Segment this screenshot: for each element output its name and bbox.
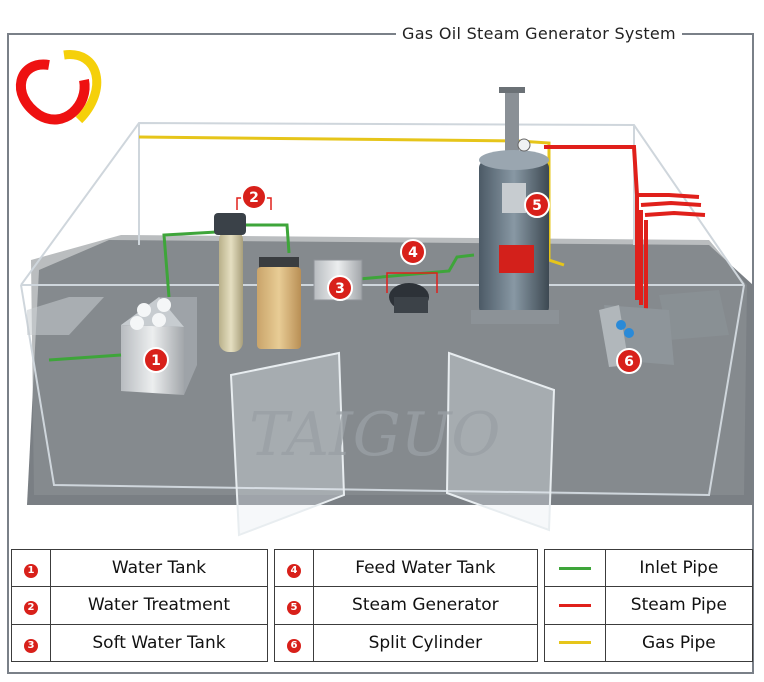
legend-label-steam-pipe: Steam Pipe xyxy=(604,586,754,625)
legend-swatch-inlet xyxy=(543,548,606,588)
legend-label-steam-generator: Steam Generator xyxy=(312,586,538,625)
legend-num-5: 5 xyxy=(273,586,314,625)
legend-num-2: 2 xyxy=(11,586,51,625)
legend-label-feed-water-tank: Feed Water Tank xyxy=(312,548,538,588)
svg-text:5: 5 xyxy=(532,198,542,214)
svg-text:2: 2 xyxy=(249,190,259,206)
callout-6: 6 xyxy=(616,348,642,374)
callout-5: 5 xyxy=(524,192,550,218)
legend-label-inlet-pipe: Inlet Pipe xyxy=(604,548,754,588)
svg-text:6: 6 xyxy=(624,354,634,370)
glass-room xyxy=(20,121,745,497)
steam-generator xyxy=(471,87,559,324)
watermark: TAIGUO xyxy=(249,400,500,470)
system-scene: TAIGUO xyxy=(16,50,753,537)
legend-swatch-steam xyxy=(543,586,606,625)
diagram-title: Gas Oil Steam Generator System xyxy=(396,24,682,43)
legend-label-gas-pipe: Gas Pipe xyxy=(604,623,754,663)
water-tank-reflection xyxy=(27,297,104,335)
callout-1: 1 xyxy=(143,347,169,373)
svg-text:1: 1 xyxy=(151,353,161,369)
legend-row: 1 Water Tank 4 Feed Water Tank Inlet Pip… xyxy=(11,548,754,588)
inlet-pipe xyxy=(48,223,475,362)
legend-label-soft-water-tank: Soft Water Tank xyxy=(50,623,268,663)
svg-text:4: 4 xyxy=(408,245,418,261)
water-tank xyxy=(121,297,197,395)
gas-pipe xyxy=(138,135,565,267)
svg-text:3: 3 xyxy=(335,281,345,297)
steam-pipe xyxy=(544,145,706,310)
legend-row: 3 Soft Water Tank 6 Split Cylinder Gas P… xyxy=(11,623,754,663)
callout-3: 3 xyxy=(327,275,353,301)
legend-table: 1 Water Tank 4 Feed Water Tank Inlet Pip… xyxy=(11,548,754,663)
water-treatment xyxy=(214,213,301,352)
callout-2: 2 xyxy=(241,184,267,210)
diagram-frame xyxy=(7,33,754,674)
callout-4: 4 xyxy=(400,239,426,265)
company-logo-icon xyxy=(16,50,102,125)
legend-num-1: 1 xyxy=(11,548,51,588)
legend-row: 2 Water Treatment 5 Steam Generator Stea… xyxy=(11,586,754,625)
legend-num-6: 6 xyxy=(273,623,314,663)
legend-num-4: 4 xyxy=(273,548,314,588)
glass-doors xyxy=(229,351,556,537)
legend-num-3: 3 xyxy=(11,623,51,663)
legend-swatch-gas xyxy=(543,623,606,663)
legend-label-water-treatment: Water Treatment xyxy=(50,586,268,625)
legend-label-split-cylinder: Split Cylinder xyxy=(312,623,538,663)
legend-label-water-tank: Water Tank xyxy=(50,548,268,588)
feed-water-pump xyxy=(389,283,429,313)
split-cylinder-reflection xyxy=(659,290,729,340)
